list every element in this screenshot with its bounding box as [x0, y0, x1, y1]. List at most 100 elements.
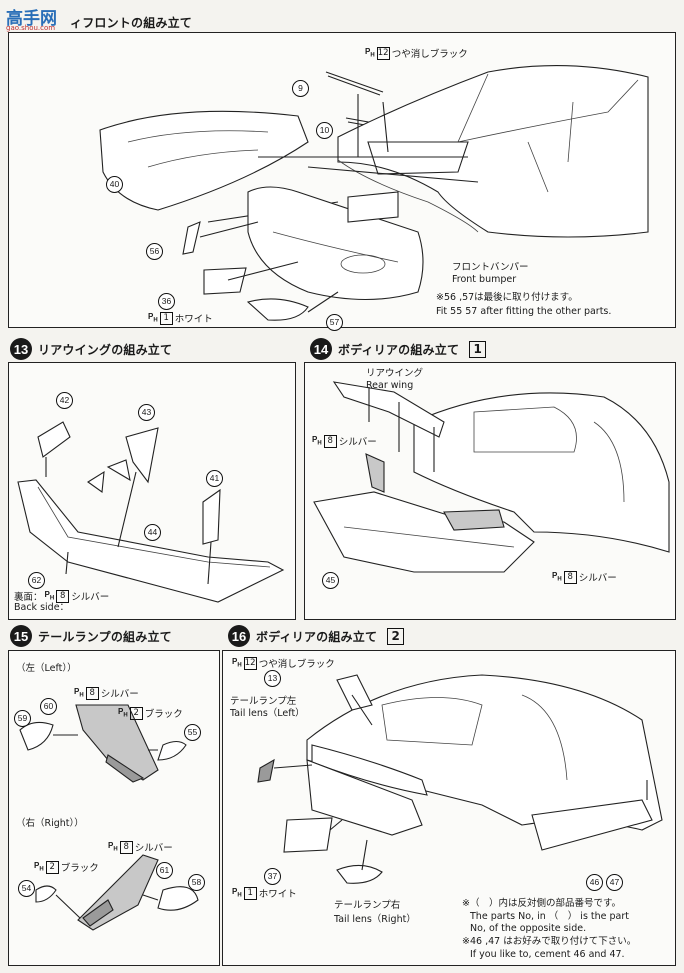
- step14-illustration: [313, 381, 670, 573]
- left-label: （左（Left））: [16, 663, 77, 674]
- step12-header: ィフロントの組み立て: [70, 14, 192, 31]
- part-57: [246, 298, 309, 321]
- part-label-55: 55: [184, 724, 201, 741]
- body-front: [337, 65, 649, 238]
- rear-bumper-part: [313, 491, 535, 573]
- tail-right-silver: [443, 509, 505, 531]
- part-13: [336, 674, 373, 711]
- step12-note-jp: ※56 ,57は最後に取り付けます。: [436, 292, 578, 303]
- part-label-43: 43: [138, 404, 155, 421]
- step14-title: ボディリアの組み立て: [338, 342, 460, 357]
- step13-back-paint: 裏面： PH 8 シルバー: [14, 589, 110, 603]
- part-42: [37, 421, 71, 458]
- step16-title: ボディリアの組み立て: [256, 629, 378, 644]
- part-label-44: 44: [144, 524, 161, 541]
- step16-illustration: [257, 674, 663, 884]
- part-label-56: 56: [146, 243, 163, 260]
- step14-sub-box: 1: [469, 340, 487, 358]
- front-bumper-part: [247, 186, 424, 300]
- tail-lens-left: [257, 758, 275, 783]
- step13-illustration: [17, 421, 285, 603]
- step13-number: 13: [10, 338, 32, 360]
- part-58: [157, 886, 199, 911]
- tail-right-en: Tail lens（Right）: [334, 914, 416, 925]
- step15-header: 15 テールランプの組み立て: [10, 625, 172, 647]
- step15-paint-black-l: PH 2 ブラック: [118, 706, 183, 720]
- step12-title: ィフロントの組み立て: [70, 16, 193, 30]
- tail-left-jp: テールランプ左: [230, 696, 297, 707]
- part-60: [75, 704, 159, 781]
- step12-paint-white: PH 1 ホワイト: [148, 311, 213, 325]
- step16-paint-white: PH 1 ホワイト: [232, 886, 297, 900]
- step16-note1-en-b: No, of the opposite side.: [470, 923, 587, 934]
- part-label-36: 36: [158, 293, 175, 310]
- part-label-46: 46: [586, 874, 603, 891]
- part-label-60: 60: [40, 698, 57, 715]
- step16-number: 16: [228, 625, 250, 647]
- rear-wing-jp: リアウイング: [366, 368, 424, 379]
- right-label: （右（Right））: [16, 818, 84, 829]
- rear-bumper-2: [306, 759, 423, 836]
- part-37: [283, 817, 333, 853]
- step15-paint-black-r: PH 2 ブラック: [34, 860, 99, 874]
- tail-left-en: Tail lens（Left）: [230, 708, 305, 719]
- part-43: [125, 427, 159, 484]
- step14-header: 14 ボディリアの組み立て 1: [310, 338, 487, 360]
- step12-note-en: Fit 55 57 after fitting the other parts.: [436, 306, 612, 317]
- watermark-text: 高手网: [6, 9, 57, 29]
- part-label-58: 58: [188, 874, 205, 891]
- step15-number: 15: [10, 625, 32, 647]
- step12-paint-top: PH 12 つや消しブラック: [365, 46, 468, 60]
- step15-paint-silver-r: PH 8 シルバー: [108, 840, 173, 854]
- part-label-37: 37: [264, 868, 281, 885]
- part-56: [182, 221, 201, 255]
- step16-header: 16 ボディリアの組み立て 2: [228, 625, 405, 647]
- part-label-41: 41: [206, 470, 223, 487]
- step13-back-en: Back side：: [14, 602, 70, 613]
- part-label-57: 57: [326, 314, 343, 331]
- part-36: [203, 267, 247, 295]
- step13-header: 13 リアウイングの組み立て: [10, 338, 172, 360]
- part-label-54: 54: [18, 880, 35, 897]
- rear-wing-en: Rear wing: [366, 380, 414, 391]
- step12-illustration: [99, 65, 649, 321]
- part-55: [157, 740, 187, 761]
- part-label-47: 47: [606, 874, 623, 891]
- step16-note1-en-a: The parts No, in （ ） is the part: [470, 911, 629, 922]
- step16-note2-en: If you like to, cement 46 and 47.: [470, 949, 625, 960]
- step16-sub-box: 2: [387, 627, 405, 645]
- step15-paint-silver-l: PH 8 シルバー: [74, 686, 139, 700]
- front-bumper-en: Front bumper: [452, 274, 517, 285]
- part-41: [202, 488, 221, 545]
- step15-illustration: [19, 704, 199, 931]
- part-label-10: 10: [316, 122, 333, 139]
- step16-note1-jp: ※（ ）内は反対側の部品番号です。: [462, 898, 622, 909]
- part-label-59: 59: [14, 710, 31, 727]
- rear-wing-part: [17, 479, 285, 603]
- part-label-9: 9: [292, 80, 309, 97]
- rear-wing-on-body: [332, 381, 445, 438]
- part-label-61: 61: [156, 862, 173, 879]
- part-54: [35, 885, 57, 903]
- step16-note2-jp: ※46 ,47 はお好みで取り付けて下さい。: [462, 936, 637, 947]
- tail-lens-right: [336, 864, 383, 884]
- tail-right-jp: テールランプ右: [334, 900, 401, 911]
- step14-paint-right: PH 8 シルバー: [552, 570, 617, 584]
- part-59: [19, 721, 54, 751]
- tail-left-silver: [365, 453, 385, 493]
- part-label-42: 42: [56, 392, 73, 409]
- watermark-logo: 高手网 gao.shou.com: [4, 4, 68, 36]
- step13-title: リアウイングの組み立て: [38, 342, 173, 357]
- part-label-45: 45: [322, 572, 339, 589]
- step14-paint-left: PH 8 シルバー: [312, 434, 377, 448]
- step14-number: 14: [310, 338, 332, 360]
- part-46: [531, 799, 653, 851]
- hood-part: [99, 110, 309, 211]
- part-label-62: 62: [28, 572, 45, 589]
- step16-paint-top: PH 12 つや消しブラック: [232, 656, 335, 670]
- part-label-13: 13: [264, 670, 281, 687]
- watermark-sub: gao.shou.com: [6, 24, 56, 32]
- part-label-40: 40: [106, 176, 123, 193]
- step15-title: テールランプの組み立て: [38, 629, 172, 644]
- front-bumper-jp: フロントバンパー: [452, 262, 529, 273]
